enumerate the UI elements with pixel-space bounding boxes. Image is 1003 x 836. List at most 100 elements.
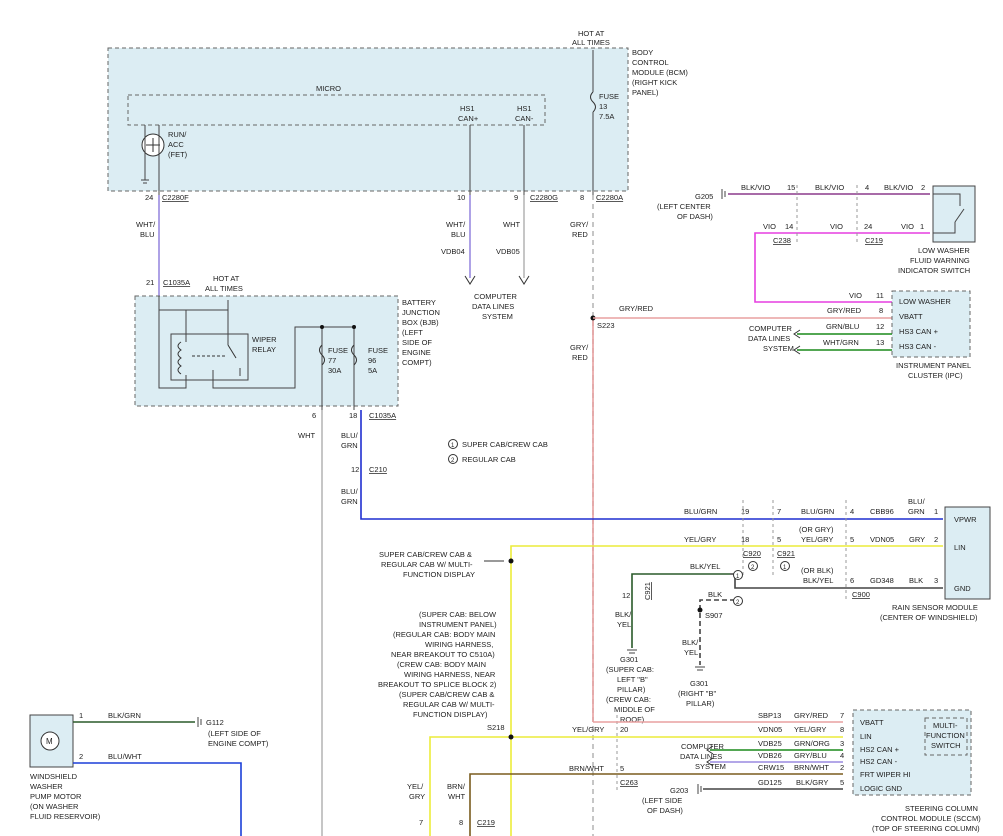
cdl-label: COMPUTER (474, 292, 518, 301)
splice-dot (508, 558, 514, 564)
wire-label: BRN/ (447, 782, 466, 791)
pin-label: 1 (934, 507, 938, 516)
wire-label: BLU/ (908, 497, 926, 506)
bjb-name: SIDE OF (402, 338, 432, 347)
fuse-96-icon (351, 344, 357, 366)
splice-dot (352, 325, 356, 329)
variant-marker (780, 561, 790, 571)
arrow-icon (706, 745, 714, 767)
pin-label: 4 (850, 507, 854, 516)
pin-label: 3 (934, 576, 938, 585)
pump-name: WASHER (30, 782, 63, 791)
arrow-icon (793, 329, 801, 355)
switch-name: LOW WASHER (918, 246, 970, 255)
rain-pin-label: GND (954, 584, 971, 593)
pump-name: FLUID RESERVOIR) (30, 812, 101, 821)
fuse-96-label: 96 (368, 356, 376, 365)
ipc-name: INSTRUMENT PANEL (896, 361, 971, 370)
wire-label: YEL (617, 620, 631, 629)
wire-yel-gry-sccm (429, 736, 843, 836)
wire-label: GD348 (870, 576, 894, 585)
wire-label: BLU/GRN (684, 507, 717, 516)
fuse-77-label: 77 (328, 356, 336, 365)
ipc-pin-label: LOW WASHER (899, 297, 951, 306)
wire-label: GRY (909, 535, 925, 544)
connector-label: C920 (743, 549, 761, 558)
fuse-13-label: FUSE (599, 92, 619, 101)
connector-label: C1035A (163, 278, 190, 287)
note-text: WIRING HARNESS, (425, 640, 493, 649)
ground-label: MIDDLE OF (614, 705, 655, 714)
bjb-name: COMPT) (402, 358, 432, 367)
pin-label: 1 (79, 711, 83, 720)
ground-label: PILLAR) (617, 685, 646, 694)
connector-label: C210 (369, 465, 387, 474)
bjb-name: (LEFT (402, 328, 423, 337)
pin-label: 6 (850, 576, 854, 585)
wire-label: GRY/ (570, 220, 589, 229)
wire-label: GRN (341, 497, 358, 506)
wire-label: (OR GRY) (799, 525, 834, 534)
ground-label: LEFT "B" (617, 675, 648, 684)
legend-number: 1 (451, 443, 455, 449)
sccm-pin-label: HS2 CAN - (860, 757, 898, 766)
ground-label: ENGINE COMPT) (208, 739, 269, 748)
wire-label: BLK (909, 576, 923, 585)
wire-label: YEL/GRY (801, 535, 833, 544)
micro-label: MICRO (316, 84, 341, 93)
bcm-name: (RIGHT KICK (632, 78, 677, 87)
hs1-label: CAN+ (458, 114, 479, 123)
wire-label: YEL/GRY (572, 725, 604, 734)
wire-label: BLU/ (341, 431, 359, 440)
ground-label: G203 (670, 786, 688, 795)
wire-label: GRY/BLU (794, 751, 827, 760)
wire-blu-grn (360, 410, 943, 520)
pin-label: 3 (840, 739, 844, 748)
run-label: (FET) (168, 150, 188, 159)
ipc-box (891, 290, 971, 358)
hot-label: HOT AT (213, 274, 240, 283)
bcm-name: CONTROL (632, 58, 669, 67)
legend-label: SUPER CAB/CREW CAB (462, 440, 548, 449)
pin-label: 11 (876, 291, 884, 300)
connector-label: C219 (477, 818, 495, 827)
pin-label: 5 (620, 764, 624, 773)
fuse-96-label: 5A (368, 366, 377, 375)
wire-blk-yel-1 (631, 573, 730, 648)
fuse-96-label: FUSE (368, 346, 388, 355)
switch-name: INDICATOR SWITCH (898, 266, 970, 275)
sccm-pin-label: HS2 CAN + (860, 745, 900, 754)
pin-label: 9 (514, 193, 518, 202)
note-text: REGULAR CAB W/ MULTI- (403, 700, 495, 709)
bcm-module: MICRO HOT AT ALL TIMES BODY CONTROL MODU… (107, 29, 688, 202)
bjb-module: 21 C1035A HOT AT ALL TIMES BATTERY JUNCT… (134, 274, 440, 420)
bjb-name: ENGINE (402, 348, 431, 357)
cdl-label: DATA LINES (748, 334, 790, 343)
mfs-label: MULTI- (933, 721, 958, 730)
pin-label: 5 (850, 535, 854, 544)
pin-label: 6 (312, 411, 316, 420)
connector-label: C2280F (162, 193, 189, 202)
fuse-77-label: 30A (328, 366, 341, 375)
wire-label: VIO (830, 222, 843, 231)
pin-label: 2 (79, 752, 83, 761)
note-text: (CREW CAB: BODY MAIN (397, 660, 486, 669)
note-text: NEAR BREAKOUT TO C510A) (391, 650, 495, 659)
hs1-label: HS1 (517, 104, 532, 113)
ipc-pin-label: VBATT (899, 312, 923, 321)
wire-label: BLK/VIO (884, 183, 913, 192)
ground-label: G112 (206, 718, 224, 727)
connector-label: C921 (777, 549, 795, 558)
wire-vio (754, 232, 930, 303)
wire-label: YEL/GRY (684, 535, 716, 544)
ground-label: OF DASH) (647, 806, 683, 815)
sccm-name: (TOP OF STEERING COLUMN) (872, 824, 980, 833)
wire-label: WHT (298, 431, 315, 440)
connector-label: C1035A (369, 411, 396, 420)
ground-label: (LEFT SIDE (642, 796, 682, 805)
switch-lead (933, 222, 956, 234)
splice-s907 (697, 607, 703, 613)
pin-label: 8 (840, 725, 844, 734)
bjb-name: BATTERY (402, 298, 436, 307)
pin-label: 7 (777, 507, 781, 516)
